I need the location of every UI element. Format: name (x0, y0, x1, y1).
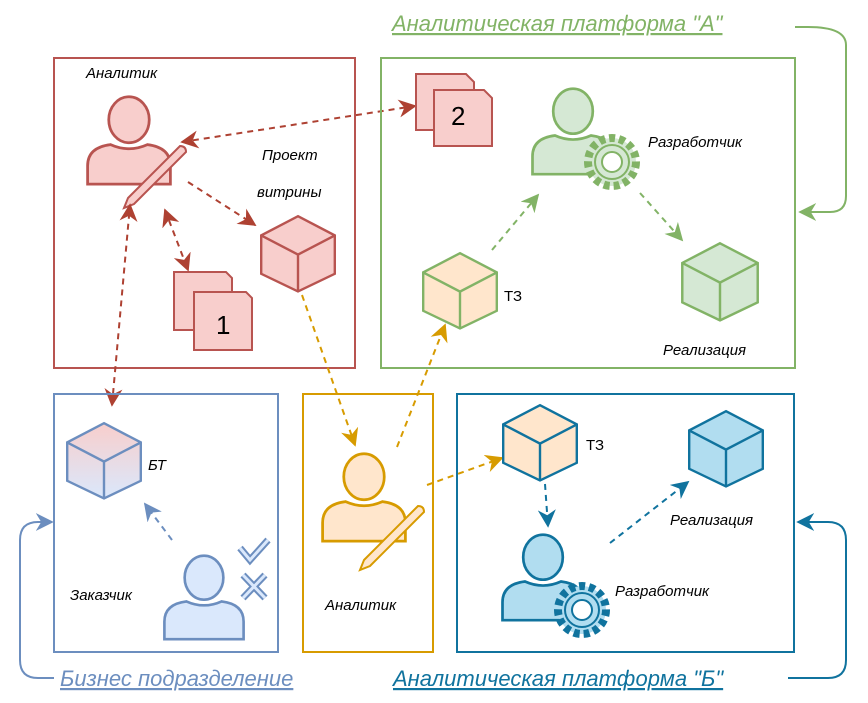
impl-cube-icon-green[interactable] (681, 242, 759, 322)
arrow-analyst-docs1 (162, 208, 191, 272)
green-impl-label: Реализация (663, 342, 746, 359)
business-loop-arrow (19, 513, 54, 679)
customer-person-icon[interactable] (162, 554, 246, 641)
teal-impl-label: Реализация (670, 512, 753, 529)
pencil-icon (358, 504, 426, 572)
check-icon (237, 537, 271, 566)
arrow-analyst-tz-a (396, 323, 448, 448)
platform-b-loop-arrow (788, 513, 847, 679)
project-label-2: витрины (257, 184, 321, 201)
green-tz-label: ТЗ (504, 288, 522, 305)
green-developer-label: Разработчик (648, 134, 743, 151)
teal-developer-label: Разработчик (615, 583, 710, 600)
tz-cube-icon-green[interactable] (422, 251, 498, 330)
teal-group-box (456, 393, 795, 653)
arrow-tz-developer-a (491, 193, 540, 251)
analyst-person-icon-orange[interactable] (321, 452, 426, 572)
documents-2-icon[interactable]: 2 (415, 73, 493, 147)
arrow-developer-impl-b (609, 480, 690, 544)
customer-label: Заказчик (70, 587, 133, 604)
developer-person-icon-teal[interactable] (501, 533, 610, 638)
project-label-1: Проект (262, 147, 318, 164)
bt-cube-icon[interactable] (65, 422, 143, 500)
red-analyst-label: Аналитик (85, 65, 158, 82)
red-group-box (53, 57, 356, 369)
platform-a-title[interactable]: Аналитическая платформа "А" (390, 11, 724, 36)
arrow-analyst-bt (104, 203, 138, 407)
business-group-box (53, 393, 279, 653)
documents-1-icon[interactable]: 1 (173, 271, 253, 351)
analyst-person-icon-red[interactable] (86, 95, 188, 210)
developer-person-icon-green[interactable] (531, 87, 640, 190)
document-number-2: 2 (451, 101, 465, 131)
tz-cube-icon-teal[interactable] (502, 404, 578, 482)
arrow-customer-bt (143, 502, 173, 541)
arrow-developer-impl-a (639, 192, 684, 242)
business-title[interactable]: Бизнес подразделение (60, 666, 293, 691)
bt-label: БТ (148, 457, 168, 474)
arrow-tz-developer-b (537, 483, 556, 528)
orange-analyst-label: Аналитик (324, 597, 397, 614)
teal-tz-label: ТЗ (586, 437, 604, 454)
impl-cube-icon-teal[interactable] (688, 410, 764, 488)
platform-a-loop-arrow (795, 26, 847, 221)
arrow-analyst-tz-b (426, 455, 504, 486)
arrow-analyst-cube (187, 181, 257, 226)
platform-b-title[interactable]: Аналитическая платформа "Б" (391, 666, 724, 691)
project-cube-icon[interactable] (260, 214, 336, 293)
gear-icon (584, 134, 640, 190)
arrow-cube-analyst-b (301, 294, 359, 447)
cross-icon (240, 572, 268, 601)
orange-group-box (302, 393, 434, 653)
document-number-1: 1 (216, 310, 230, 340)
gear-icon (554, 582, 610, 638)
green-group-box (380, 57, 796, 369)
